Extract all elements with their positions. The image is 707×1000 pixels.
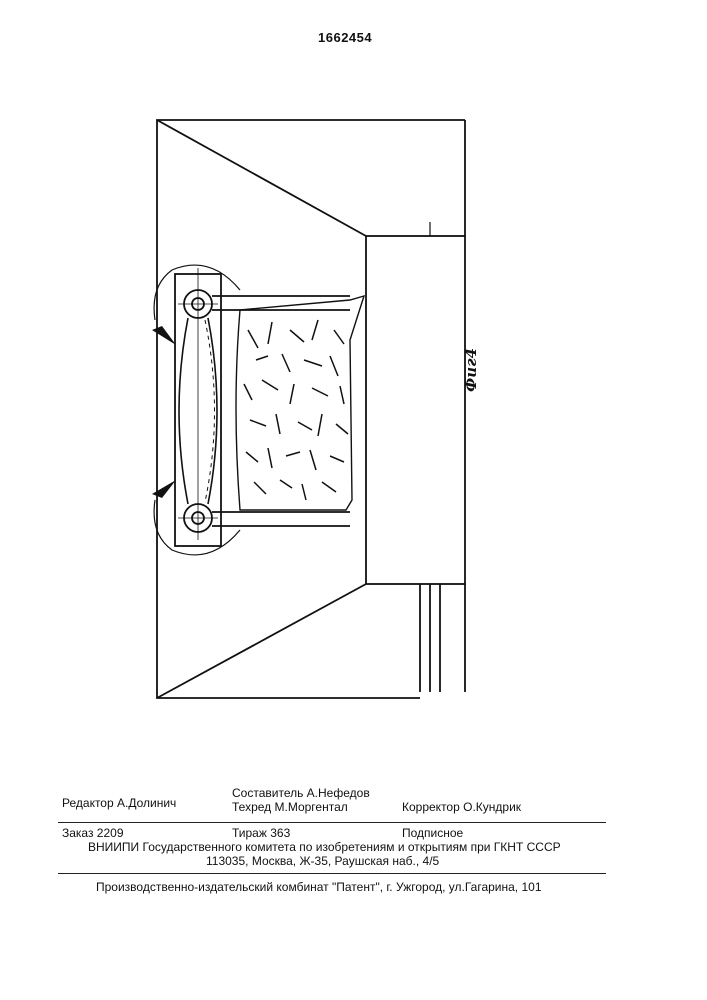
circulation: Тираж 363 (232, 826, 290, 840)
editor-credit: Редактор А.Долинич (62, 796, 176, 810)
corrector-credit: Корректор О.Кундрик (402, 800, 521, 814)
order-number: Заказ 2209 (62, 826, 124, 840)
drawing-frame (157, 120, 465, 698)
publisher-line: Производственно-издательский комбинат "П… (96, 880, 542, 894)
divider-bottom (58, 873, 606, 874)
material-hatching (244, 320, 348, 500)
funnel-upper-edge (157, 120, 366, 236)
figure-label: Фиг4 (462, 348, 480, 392)
flexible-band (179, 318, 188, 504)
institute-address: 113035, Москва, Ж-35, Раушская наб., 4/5 (206, 854, 439, 868)
funnel-lower-edge (157, 584, 366, 698)
techred-credit: Техред М.Моргентал (232, 800, 348, 814)
divider-top (58, 822, 606, 823)
compiler-credit: Составитель А.Нефедов (232, 786, 370, 800)
housing-block (366, 236, 465, 584)
institute-name: ВНИИПИ Государственного комитета по изоб… (88, 840, 561, 854)
subscription-note: Подписное (402, 826, 463, 840)
material-mass (236, 296, 364, 510)
